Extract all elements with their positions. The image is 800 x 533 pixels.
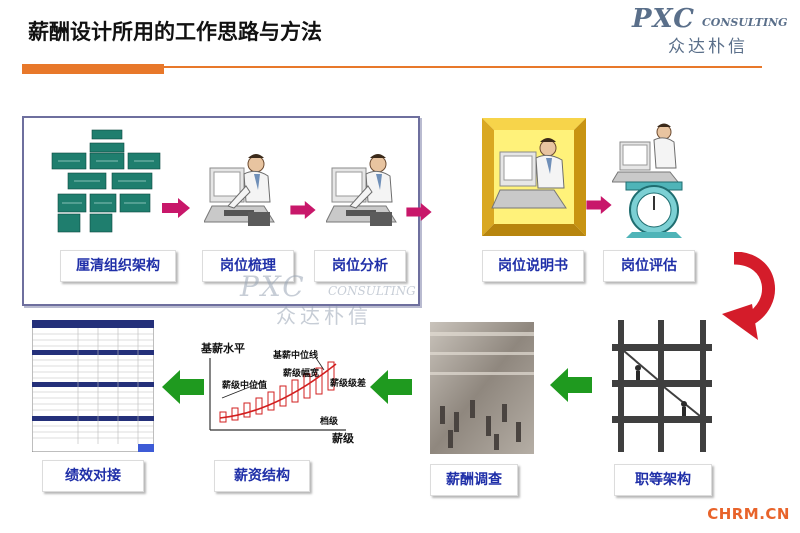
step-label-org-structure: 厘清组织架构 [60,250,176,282]
grade-structure-illustration [612,320,712,452]
chart-title: 基薪水平 [201,342,245,355]
step-label-salary-survey: 薪酬调查 [430,464,518,496]
title-accent-bar [22,64,164,74]
watermark-logo: PXC CONSULTING 众达朴信 [240,270,450,330]
step-label-salary-structure: 薪资结构 [214,460,310,492]
arrow-left-icon [370,370,412,404]
chart-annotation: 薪级中位值 [222,381,268,391]
watermark-chinese-text: 众达朴信 [276,304,372,328]
job-analysis-illustration [326,154,397,226]
arrow-left-icon [162,370,204,404]
step-label-job-evaluation: 岗位评估 [603,250,695,282]
watermark-main-text: PXC [240,270,306,303]
step-label-job-review: 岗位梳理 [202,250,294,282]
performance-table-illustration [32,320,154,452]
title-underline [164,66,762,68]
job-description-illustration [482,118,586,236]
curved-arrow-down-icon [722,252,775,340]
chart-annotation: 基薪中位线 [273,351,319,361]
company-logo: PXC CONSULTING 众达朴信 [628,4,790,57]
job-evaluation-illustration [612,123,683,238]
step-label-job-description: 岗位说明书 [482,250,584,282]
org-chart-illustration [51,129,161,233]
page-title: 薪酬设计所用的工作思路与方法 [28,20,322,44]
logo-main-text: PXC [632,4,695,34]
arrow-right-icon [290,201,316,219]
salary-survey-photo [430,322,534,454]
chart-annotation: 薪级级差 [330,379,367,389]
job-review-illustration [204,154,275,226]
arrow-right-icon [586,196,612,214]
step-label-performance-link: 绩效对接 [42,460,144,492]
watermark-sub-text: CONSULTING [328,284,416,298]
arrow-right-icon [162,198,190,218]
salary-structure-diagram [209,357,346,431]
arrow-right-icon [406,203,432,221]
footer-brand: CHRM.CN [707,505,790,523]
logo-sub-text: CONSULTING [702,16,788,29]
chart-annotation: 档级 [320,417,339,427]
logo-chinese-text: 众达朴信 [668,37,748,57]
chart-x-axis-label: 薪级 [332,432,354,445]
chart-annotation: 薪级幅宽 [283,369,320,379]
step-label-grade-structure: 职等架构 [614,464,712,496]
arrow-left-icon [550,368,592,402]
step-label-job-analysis: 岗位分析 [314,250,406,282]
